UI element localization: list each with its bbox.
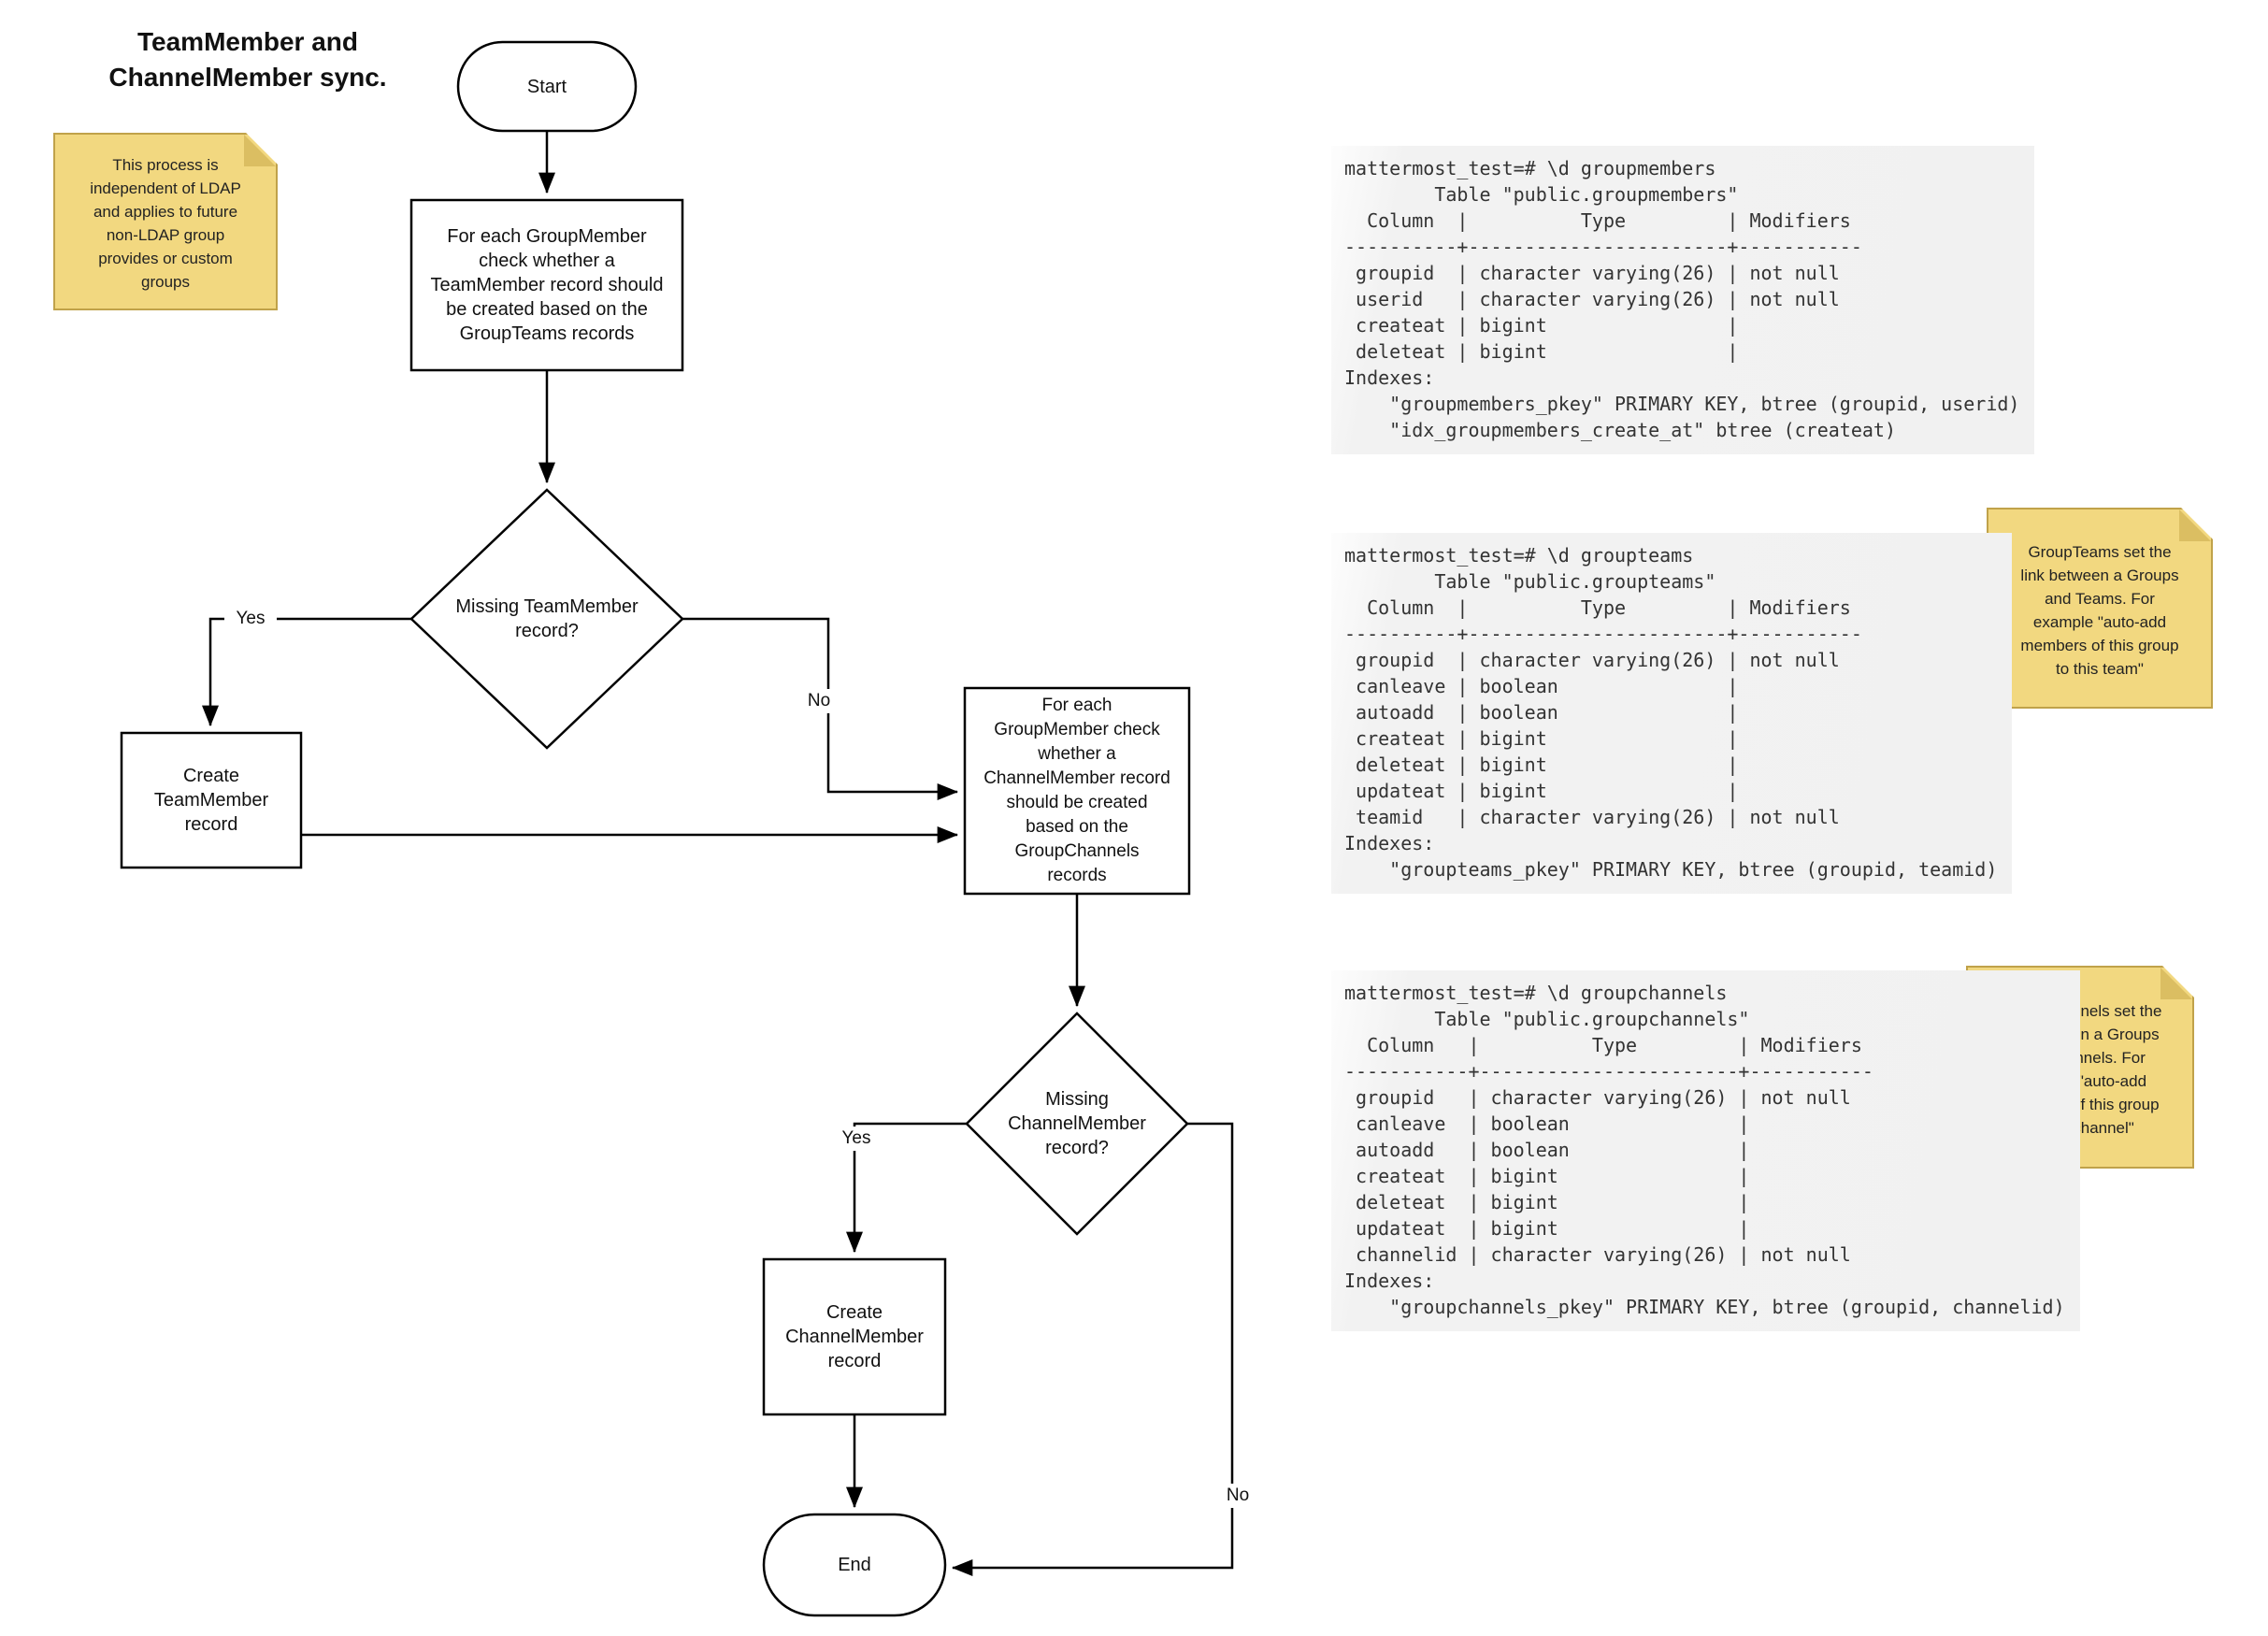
edge-label-yes-channelmember: Yes: [830, 1127, 883, 1151]
edge-decision1-yes: [202, 617, 411, 727]
sticky-note-process-text: This process is independent of LDAP and …: [90, 156, 241, 291]
flowchart-canvas: [120, 40, 1234, 1617]
edge-label-no-teammember: No: [793, 689, 845, 713]
decision-teammember-label: Missing TeamMember record?: [455, 596, 639, 641]
create-channelmember-label: Create ChannelMember record: [785, 1302, 924, 1371]
create-teammember-label: Create TeamMember record: [153, 766, 269, 835]
decision-channelmember-shape: [965, 1012, 1189, 1236]
edge-decision2-no: [951, 1122, 1234, 1576]
sticky-note-groupteams: GroupTeams set the link between a Groups…: [1987, 508, 2213, 709]
terminal-groupteams: mattermost_test=# \d groupteams Table "p…: [1331, 533, 2013, 894]
edge-label-yes-teammember: Yes: [224, 607, 277, 631]
process-teammember-shape: [409, 198, 684, 372]
edge-decision2-yes: [846, 1122, 967, 1254]
process-teammember-label: For each GroupMember check whether a Tea…: [430, 226, 664, 344]
edge-label-no-channelmember: No: [1212, 1484, 1264, 1508]
decision-teammember-shape: [409, 488, 684, 750]
process-channelmember-label: For each GroupMember check whether a Cha…: [983, 696, 1170, 885]
sticky-note-groupteams-text: GroupTeams set the link between a Groups…: [2020, 542, 2179, 678]
end-node-label: End: [838, 1555, 871, 1575]
sticky-note-process: This process is independent of LDAP and …: [53, 133, 278, 310]
end-terminator-shape: [762, 1513, 947, 1617]
decision-channelmember-label: Missing ChannelMember record?: [1008, 1089, 1146, 1158]
create-channelmember-shape: [762, 1257, 947, 1416]
terminal-groupmembers: mattermost_test=# \d groupmembers Table …: [1331, 146, 2035, 454]
terminal-groupchannels: mattermost_test=# \d groupchannels Table…: [1331, 970, 2080, 1331]
process-channelmember-shape: [963, 686, 1191, 896]
start-terminator-shape: [456, 40, 638, 133]
start-node-label: Start: [526, 76, 567, 97]
create-teammember-shape: [120, 731, 303, 869]
page-title: TeamMember and ChannelMember sync.: [108, 27, 387, 92]
